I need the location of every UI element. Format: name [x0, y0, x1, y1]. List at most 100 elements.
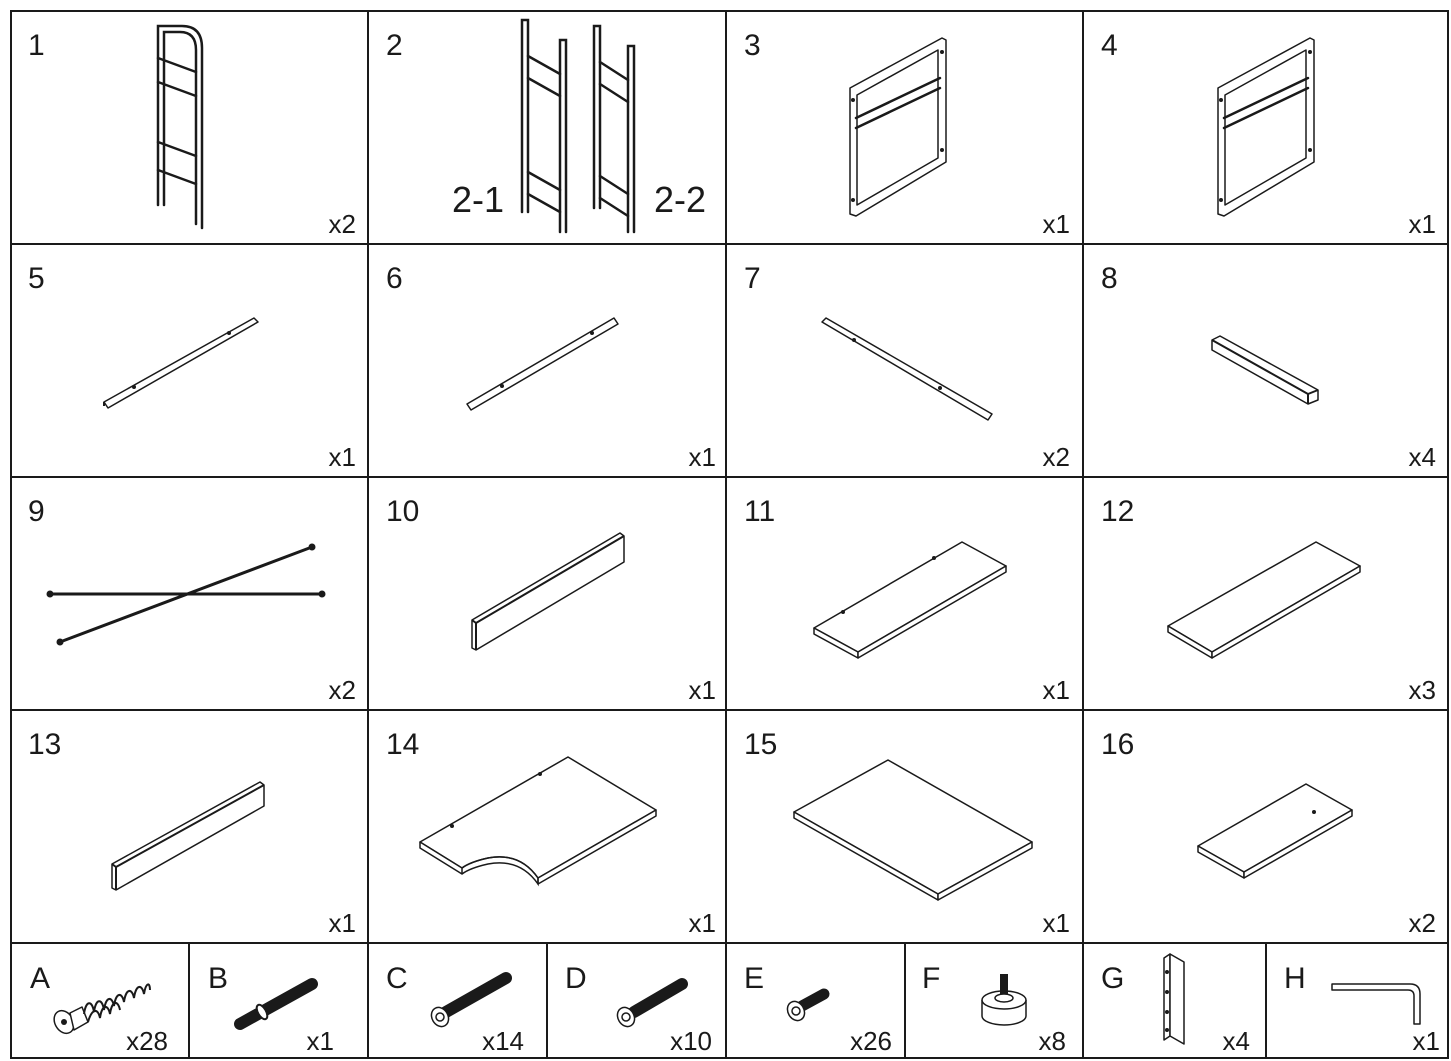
hardware-a-anchor-drawing — [53, 983, 151, 1035]
hardware-letter: H — [1284, 962, 1306, 995]
hardware-h: H x1 — [1284, 962, 1440, 1056]
hardware-d-bolt-drawing — [616, 978, 688, 1028]
part-quantity: x2 — [1409, 908, 1436, 938]
part-number: 1 — [28, 29, 45, 62]
hardware-quantity: x8 — [1039, 1026, 1066, 1056]
panel-7: 7 x2 — [744, 262, 1070, 472]
hardware-a: A x28 — [30, 962, 168, 1056]
hardware-letter: B — [208, 962, 228, 995]
hardware-letter: D — [565, 962, 587, 995]
sub-part-label-left: 2-1 — [452, 179, 504, 220]
grid-lines — [10, 10, 1449, 1059]
hardware-letter: G — [1101, 962, 1124, 995]
part-quantity: x4 — [1409, 442, 1436, 472]
hardware-g-bracket-drawing — [1163, 953, 1185, 1045]
part-quantity: x1 — [689, 442, 716, 472]
part-quantity: x1 — [689, 675, 716, 705]
part-number: 7 — [744, 262, 761, 295]
part-number: 2 — [386, 29, 403, 62]
part-quantity: x1 — [1043, 209, 1070, 239]
part-quantity: x2 — [329, 675, 356, 705]
part-quantity: x1 — [1043, 675, 1070, 705]
part-number: 10 — [386, 495, 419, 528]
panel-1: 1 x2 — [28, 24, 356, 239]
part-number: 15 — [744, 728, 777, 761]
part-number: 11 — [744, 495, 775, 528]
hardware-f-leveling-foot-drawing — [981, 974, 1027, 1026]
panel-3: 3 x1 — [744, 29, 1070, 239]
part-3-frame-drawing — [849, 37, 947, 217]
hardware-g: G x4 — [1101, 953, 1250, 1056]
part-2-2-ladder-drawing — [592, 24, 636, 234]
panel-5: 5 x1 — [28, 262, 356, 472]
part-quantity: x1 — [689, 908, 716, 938]
part-2-1-ladder-drawing — [520, 18, 568, 234]
hardware-quantity: x14 — [482, 1026, 524, 1056]
hardware-c-bolt-drawing — [430, 972, 512, 1028]
part-8-beam-drawing — [1211, 335, 1319, 405]
part-6-bar-drawing — [466, 317, 619, 411]
part-number: 4 — [1101, 29, 1118, 62]
part-1-ladder-frame-drawing — [156, 24, 204, 230]
hardware-quantity: x4 — [1223, 1026, 1250, 1056]
panel-10: 10 x1 — [386, 495, 716, 705]
panel-6: 6 x1 — [386, 262, 716, 472]
panel-14: 14 x1 — [386, 728, 716, 938]
panel-2: 2 2-1 2-2 — [386, 18, 706, 234]
part-quantity: x2 — [1043, 442, 1070, 472]
hardware-letter: F — [922, 962, 940, 995]
part-number: 13 — [28, 728, 61, 761]
panel-8: 8 x4 — [1101, 262, 1436, 472]
hardware-f: F x8 — [922, 962, 1066, 1056]
part-number: 6 — [386, 262, 403, 295]
part-5-bar-drawing — [103, 317, 259, 409]
panel-9: 9 x2 — [28, 495, 356, 705]
hardware-b-bolt-drawing — [234, 978, 318, 1030]
hardware-d: D x10 — [565, 962, 712, 1056]
panel-12: 12 x3 — [1101, 495, 1436, 705]
part-number: 5 — [28, 262, 45, 295]
panel-4: 4 x1 — [1101, 29, 1436, 239]
panel-11: 11 x1 — [744, 495, 1070, 705]
part-15-board-drawing — [793, 759, 1033, 901]
part-10-plank-drawing — [471, 532, 625, 651]
part-quantity: x3 — [1409, 675, 1436, 705]
part-number: 3 — [744, 29, 761, 62]
part-14-desktop-drawing — [419, 756, 657, 887]
hardware-quantity: x1 — [307, 1026, 334, 1056]
panel-13: 13 x1 — [28, 728, 356, 938]
panel-16: 16 x2 — [1101, 728, 1436, 938]
hardware-h-allen-key-drawing — [1331, 983, 1421, 1025]
hardware-letter: C — [386, 962, 408, 995]
sub-part-label-right: 2-2 — [654, 179, 706, 220]
part-quantity: x1 — [1043, 908, 1070, 938]
hardware-b: B x1 — [208, 962, 334, 1056]
part-16-small-shelf-drawing — [1197, 783, 1353, 879]
part-number: 16 — [1101, 728, 1134, 761]
part-4-frame-drawing — [1217, 37, 1315, 217]
hardware-letter: A — [30, 962, 50, 995]
part-quantity: x1 — [329, 442, 356, 472]
hardware-e: E x26 — [744, 962, 892, 1056]
part-13-plank-drawing — [111, 781, 265, 891]
hardware-quantity: x10 — [670, 1026, 712, 1056]
part-number: 14 — [386, 728, 419, 761]
part-quantity: x1 — [1409, 209, 1436, 239]
part-7-long-bar-drawing — [821, 317, 993, 421]
part-quantity: x2 — [329, 209, 356, 239]
part-11-shelf-drawing — [813, 541, 1007, 659]
hardware-quantity: x1 — [1413, 1026, 1440, 1056]
part-9-cross-rods-drawing — [46, 543, 326, 646]
part-number: 9 — [28, 495, 45, 528]
hardware-c: C x14 — [386, 962, 524, 1056]
part-12-shelf-drawing — [1167, 541, 1361, 659]
hardware-quantity: x26 — [850, 1026, 892, 1056]
panel-15: 15 x1 — [744, 728, 1070, 938]
hardware-letter: E — [744, 962, 764, 995]
part-number: 8 — [1101, 262, 1118, 295]
part-quantity: x1 — [329, 908, 356, 938]
part-number: 12 — [1101, 495, 1134, 528]
hardware-e-bolt-drawing — [786, 988, 830, 1022]
hardware-quantity: x28 — [126, 1026, 168, 1056]
